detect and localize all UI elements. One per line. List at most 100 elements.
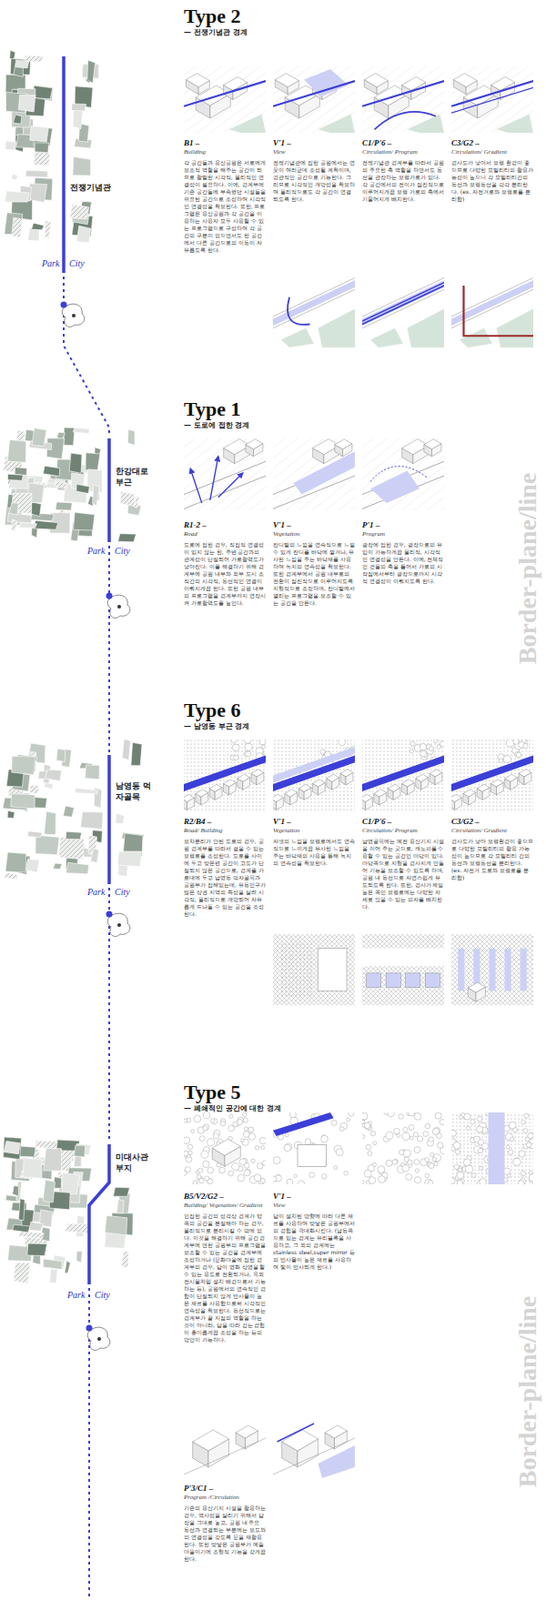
map-block [8,474,29,489]
illustration-panel [451,739,534,812]
map-block [27,1243,48,1257]
map-block [112,1187,130,1197]
type-subtitle: — 도로에 접한 경계 [183,420,457,431]
map-block [7,439,27,463]
type-descriptor: Program [362,530,445,539]
boundary-line [107,755,112,885]
caption-block: V'1 –Vegetation자생의 느낌을 보행로에서도 연속적으로 느끼게끔… [273,817,355,868]
map-block [10,519,18,533]
park-label: Park [41,258,60,270]
map-block [42,1259,62,1271]
description-text: 광장에 접한 경우, 광장으로의 유입이 가능하게끔 물리적, 시각적인 연결성… [362,541,445,586]
map-block [11,756,36,775]
map-block [69,453,82,474]
watermark-text: Border-plane/line [514,1296,542,1489]
map-block [127,429,135,445]
map-block [116,1199,124,1214]
map-block [62,806,74,818]
type-descriptor: Circulation/ Program [362,148,445,157]
map-label: Park [87,887,105,899]
description-text: 전쟁기념관 경계부를 따라서 공원의 주요한 축 역할을 하면서도 동선을 관장… [362,159,445,203]
place-label: 한강대로 부근 [115,465,156,488]
illustration-panel [362,739,445,812]
viewpoint-marker [106,593,131,619]
watermark-text: Border-plane/line [514,473,542,666]
map-block [22,1158,42,1179]
description-text: 담이 설치된 방향에 따라 다른 재료를 사용하여 맞닿은 공원부에서의 경험을… [273,1213,355,1272]
map-blocks [2,739,144,880]
map-block [63,427,75,446]
map-blocks [4,50,100,243]
map-block [29,1222,43,1232]
caption-block: B1 –Building각 공간들과 용산공원은 서로에게 보조적 역할을 해주… [183,138,266,254]
map-block [115,813,125,825]
map-block [85,453,101,473]
type-code: B1 – [183,138,266,149]
map-block [42,1180,55,1204]
section-heading: Type 2— 전쟁기념관 경계 [183,5,457,38]
map-label: 전쟁기념관 [70,182,112,193]
map-label: 미대사관 부지 [115,1152,156,1174]
map-block [76,484,90,494]
map-label: Park [67,1290,85,1302]
map-block [5,141,17,151]
map-block [118,534,137,543]
boundary-line [89,1144,110,1285]
map-block [25,55,44,62]
caption-block: V'1 –Vegetation잔디밭의 느낌을 연속적으로 느낄 수 있게 잔디… [273,520,355,607]
map-block [35,835,60,856]
illustration-panel [273,438,355,511]
watermark: Border-plane/line [514,1296,542,1489]
caption-block: C3/G2 –Circulation/ Gradient경사도가 낮아 보행환경… [451,817,534,882]
map-block [64,1261,71,1274]
city-label: City [69,258,85,270]
caption-block: P'3/C1 –Program /Circulation기존의 용산기지 시설을… [183,1484,266,1564]
map-block [19,522,37,528]
illustration-panel [273,1112,355,1185]
viewpoint-marker [106,911,131,938]
illustration-panel [362,438,445,511]
description-text: 전쟁기념관에 접한 공원에서는 연못이 여러군데 조성될 계획이며, 경관적인 … [273,159,355,203]
description-text: 도로에 접한 경우, 직접적 연결성이 있지 않는 한, 주변 공간과의 관계성… [183,541,266,607]
caption-block: R1-2 –Road도로에 접한 경우, 직접적 연결성이 있지 않는 한, 주… [183,520,266,607]
caption-block: V'1 –View담이 설치된 방향에 따라 다른 재료를 사용하여 맞닿은 공… [273,1192,355,1272]
map-label: Park [41,258,60,270]
type-descriptor: Building [183,148,266,157]
type-code: V'1 – [273,1192,355,1203]
type-descriptor: Circulation/ Program [362,827,445,836]
map-block [43,1148,62,1172]
caption-block: C1/P'6 –Circulation/ Program남영골목에는 예전 용산… [362,817,445,911]
map-block [52,863,62,870]
map-block [7,474,23,481]
map-block [30,785,41,795]
map-block [18,95,36,112]
map-block [9,503,19,516]
boundary-dashed-line [63,276,110,437]
map-block [72,427,90,434]
illustration-panel [183,1405,266,1479]
caption-block: B5/V2/G2 –Building/ Vegetation/ Gradient… [183,1192,266,1345]
city-label: City [114,887,131,899]
map-block [31,428,47,447]
map-block [44,782,54,789]
type-descriptor: Road/ Building [183,827,266,836]
description-text: 자생의 느낌을 보행로에서도 연속적으로 느끼게끔 유사한 느낌을 주는 바닥재… [273,838,355,868]
map-block [35,1141,59,1150]
map-block [44,221,51,240]
map-label: City [94,1290,111,1302]
map-block [43,811,56,835]
illustration-panel [362,66,445,133]
boundary-line [61,56,66,273]
illustration-panel [451,66,534,133]
map-block [32,520,59,530]
illustration-panel [273,66,355,133]
map-block [26,859,41,874]
map-block [11,217,22,238]
type-code: C3/G2 – [451,817,534,828]
map-block [56,748,66,763]
map-block [3,1142,21,1155]
map-label: City [114,546,131,557]
map-block [73,512,95,531]
